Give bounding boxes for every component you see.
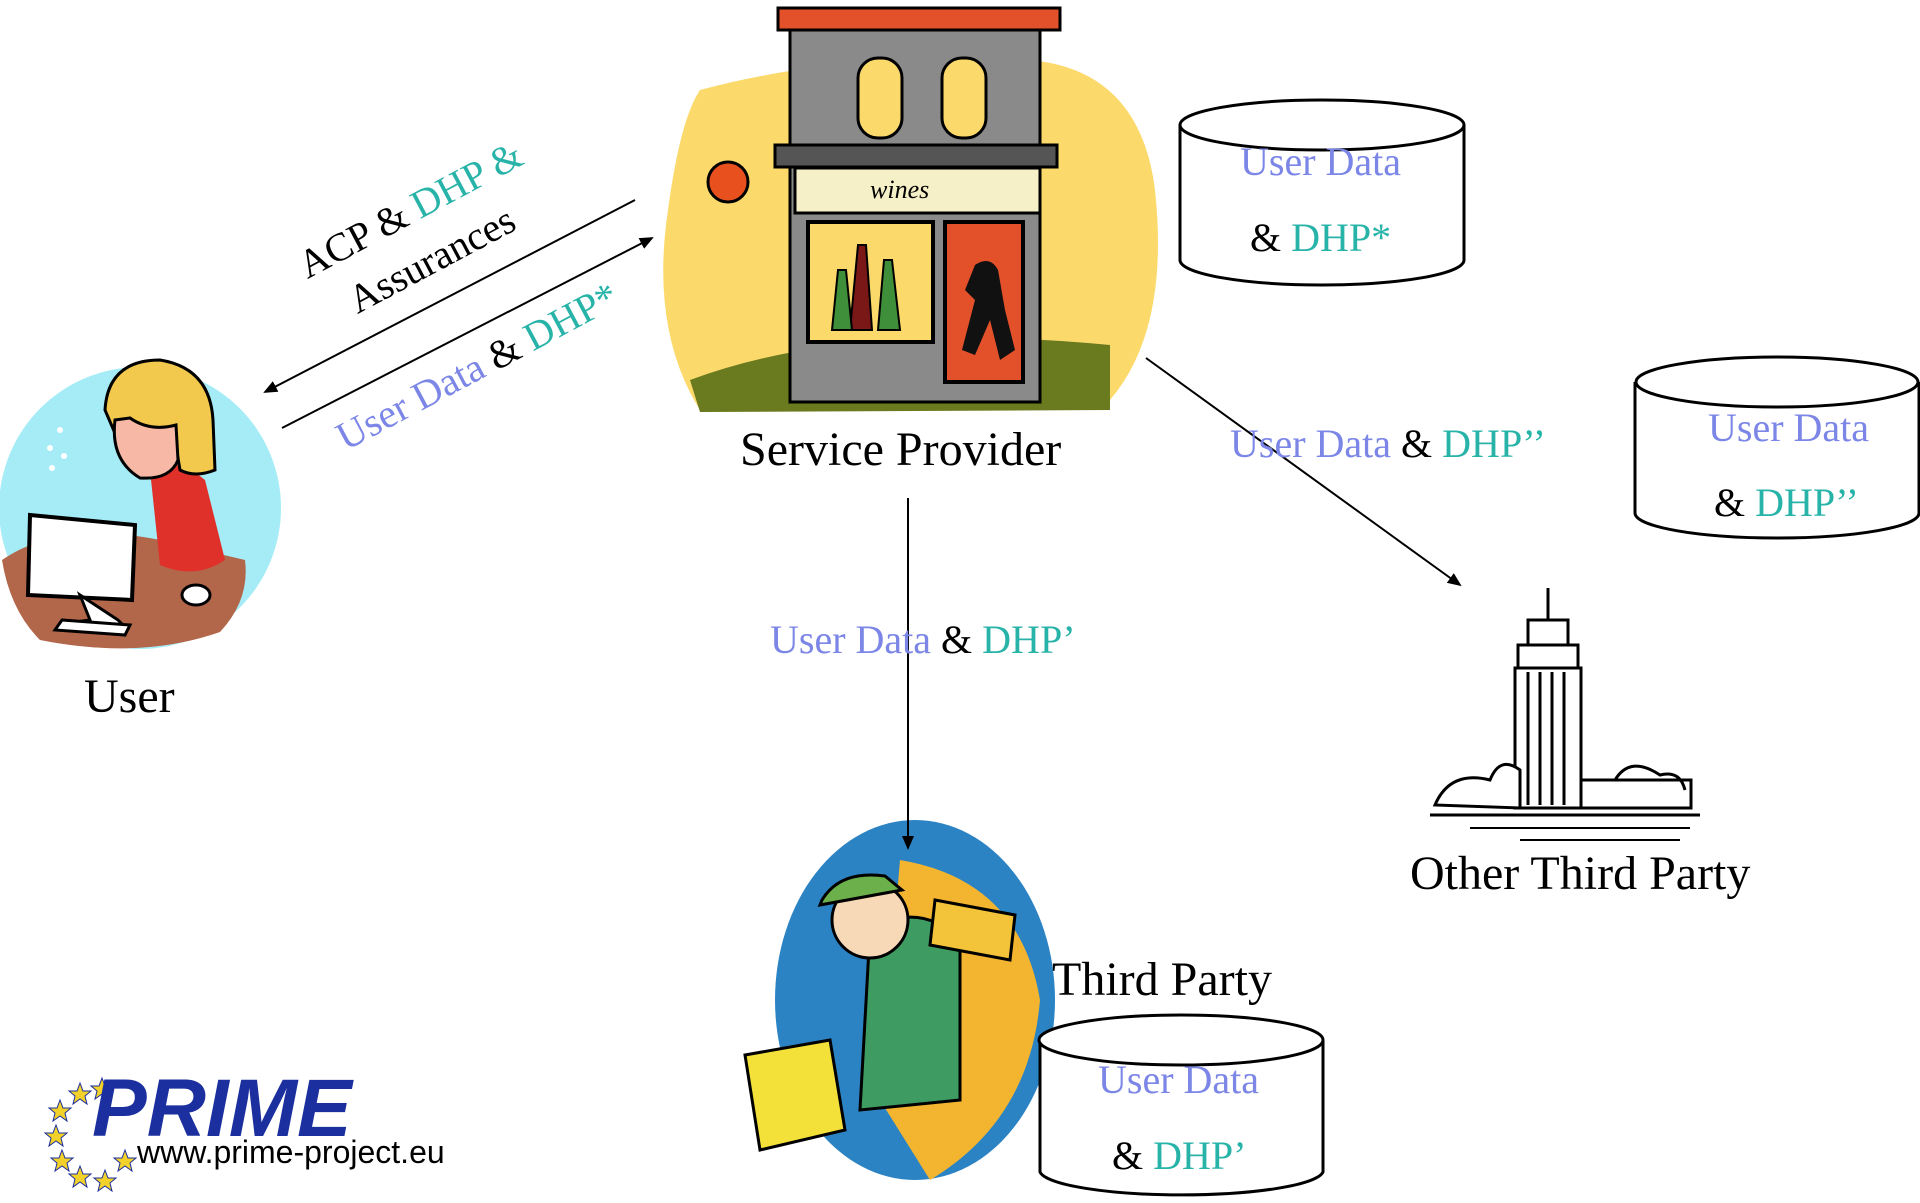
user-label: User	[84, 670, 175, 723]
db-other-user-data: User Data	[1708, 405, 1870, 450]
db-sp-dhp: & DHP*	[1250, 218, 1391, 258]
db-amp-text: &	[1112, 1133, 1154, 1178]
db-dhp-text: DHP’’	[1755, 480, 1859, 525]
edge-label-sp-to-other-third-party: User Data & DHP’’	[1230, 424, 1546, 464]
edge-dhp-prime-text: DHP’	[982, 617, 1076, 662]
edge-user-data-text: User Data	[1230, 421, 1392, 466]
shop-sign-text: wines	[870, 175, 929, 204]
service-provider-illustration: wines	[663, 6, 1158, 412]
other-third-party-illustration	[1430, 588, 1700, 841]
database-third-party	[1037, 1013, 1325, 1197]
service-provider-label: Service Provider	[740, 423, 1062, 476]
third-party-label: Third Party	[1052, 953, 1272, 1006]
arrow-sp-to-user	[263, 199, 636, 393]
edge-amp-text: &	[931, 617, 983, 662]
db-third-user-data: User Data	[1098, 1057, 1260, 1102]
arrow-user-to-sp	[281, 237, 654, 429]
edge-label-sp-to-third-party: User Data & DHP’	[770, 620, 1076, 660]
db-third-dhp: & DHP’	[1112, 1136, 1246, 1176]
db-sp-user-data: User Data	[1240, 139, 1402, 184]
edge-dhp-double-prime-text: DHP’’	[1442, 421, 1546, 466]
db-other-dhp: & DHP’’	[1714, 483, 1859, 523]
edge-amp-text: &	[1391, 421, 1443, 466]
eu-stars-icon	[43, 1076, 138, 1193]
db-dhp-text: DHP*	[1291, 215, 1392, 260]
edge-user-data-text: User Data	[770, 617, 932, 662]
user-illustration	[0, 358, 281, 649]
db-dhp-text: DHP’	[1153, 1133, 1247, 1178]
database-service-provider	[1178, 98, 1466, 287]
db-amp-text: &	[1714, 480, 1756, 525]
prime-logo-text: PRIME	[92, 1063, 352, 1154]
db-amp-text: &	[1250, 215, 1292, 260]
prime-url: www.prime-project.eu	[137, 1134, 445, 1170]
database-other-third-party	[1633, 355, 1920, 540]
other-third-party-label: Other Third Party	[1410, 847, 1751, 900]
third-party-illustration	[743, 820, 1055, 1180]
arrow-sp-to-other-third-party	[1145, 357, 1462, 587]
